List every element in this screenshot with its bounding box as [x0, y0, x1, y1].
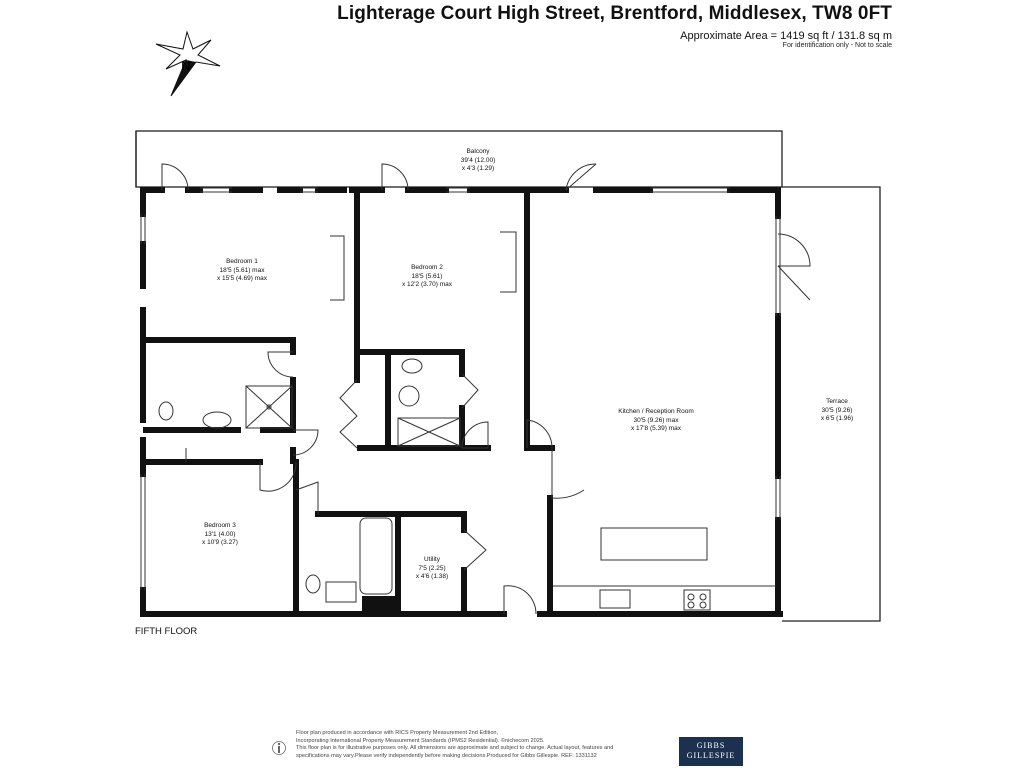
room-utility: Utility 7'5 (2.25) x 4'6 (1.38) [416, 556, 448, 582]
room-terrace: Terrace 30'5 (9.26) x 6'5 (1.96) [821, 398, 853, 424]
room-dim: 7'5 (2.25) [418, 564, 446, 572]
room-dim: x 4'3 (1.29) [461, 165, 495, 172]
fixtures [158, 231, 776, 611]
room-dim: x 17'8 (5.39) max [630, 425, 682, 432]
room-dim: 18'5 (5.61) max [219, 266, 265, 274]
room-bedroom-3: Bedroom 3 13'1 (4.00) x 10'9 (3.27) [202, 522, 238, 548]
footer-line: This floor plan is for illustrative purp… [296, 745, 614, 752]
gibbs-gillespie-logo: GIBBS GILLESPIE [679, 737, 743, 766]
room-name: Utility [424, 556, 440, 563]
identification-note: For identification only - Not to scale [782, 42, 892, 49]
room-dim: x 15'5 (4.69) max [216, 275, 268, 282]
footer-line: Incorporating International Property Mea… [296, 737, 545, 744]
room-dim: x 10'9 (3.27) [202, 539, 238, 546]
room-dim: x 4'6 (1.38) [415, 573, 449, 580]
footer-line: Floor plan produced in accordance with R… [296, 730, 499, 736]
compass-north-label: N [181, 58, 190, 73]
room-name: Kitchen / Reception Room [618, 408, 694, 415]
wall-block [362, 596, 396, 614]
brand-line: GILLESPIE [686, 751, 736, 760]
room-balcony: Balcony 39'4 (12.00) x 4'3 (1.29) [461, 148, 496, 174]
brand-line: GIBBS [696, 741, 726, 750]
room-name: Bedroom 2 [411, 264, 443, 271]
outline-thin [135, 130, 881, 622]
property-address-title: Lighterage Court High Street, Brentford,… [337, 3, 892, 24]
room-bedroom-2: Bedroom 2 18'5 (5.61) x 12'2 (3.70) max [402, 264, 452, 290]
room-name: Bedroom 1 [226, 258, 258, 265]
room-dim: 30'5 (9.26) max [633, 416, 679, 424]
room-dim: x 6'5 (1.96) [820, 415, 854, 422]
approximate-area: Approximate Area = 1419 sq ft / 131.8 sq… [680, 30, 892, 42]
walls [140, 187, 783, 617]
compass-icon: N [155, 30, 221, 97]
floor-label: FIFTH FLOOR [135, 626, 198, 637]
room-dim: 13'1 (4.00) [204, 530, 236, 538]
door-swings [161, 163, 811, 615]
room-name: Bedroom 3 [204, 522, 236, 529]
room-kitchen-reception: Kitchen / Reception Room 30'5 (9.26) max… [618, 408, 694, 434]
room-dim: x 12'2 (3.70) max [401, 281, 453, 288]
accessibility-figure-icon [272, 741, 286, 755]
room-dim: 39'4 (12.00) [460, 156, 496, 164]
room-name: Terrace [826, 398, 848, 405]
room-dim: 30'5 (9.26) [821, 406, 853, 414]
room-bedroom-1: Bedroom 1 18'5 (5.61) max x 15'5 (4.69) … [217, 258, 267, 284]
disclaimer-footer: Floor plan produced in accordance with R… [296, 730, 678, 760]
room-name: Balcony [466, 148, 490, 155]
room-dim: 18'5 (5.61) [411, 272, 443, 280]
footer-line: specifications may vary.Please verify in… [296, 752, 597, 759]
